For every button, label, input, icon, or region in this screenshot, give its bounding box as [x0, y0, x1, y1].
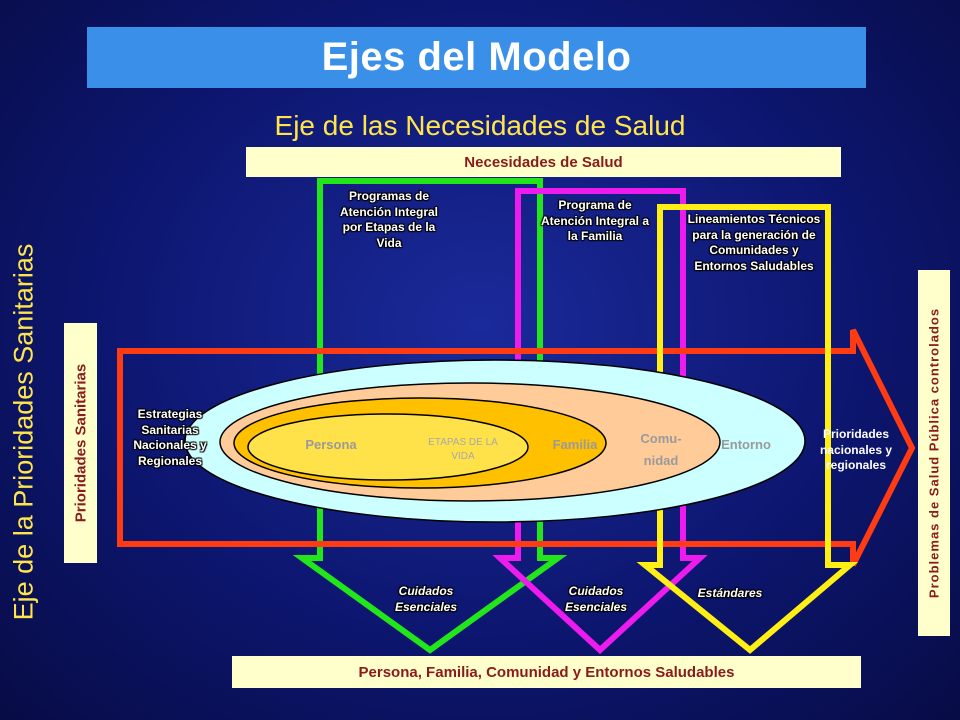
- etapas-label: ETAPAS DE LA VIDA: [428, 437, 498, 462]
- persona-label: Persona: [305, 437, 357, 452]
- priorities-label: Prioridades nacionales y regionales: [819, 427, 893, 472]
- entorno-label: Entorno: [721, 437, 771, 452]
- controlled-problems-box: Problemas de Salud Pública controlados: [918, 270, 950, 636]
- yellow-output-label: Estándares: [697, 586, 763, 600]
- red-priorities-arrow: [117, 328, 916, 567]
- needs-box: Necesidades de Salud: [246, 147, 841, 177]
- yellow-program-label: Lineamientos Técnicos para la generación…: [687, 212, 821, 273]
- axis-needs-title: Eje de las Necesidades de Salud: [274, 110, 686, 141]
- magenta-program-arrow: [492, 188, 708, 655]
- comunidad-label: Comu- nidad: [640, 431, 682, 468]
- yellow-program-arrow: [636, 204, 859, 654]
- magenta-output-label: Cuidados Esenciales: [564, 584, 628, 614]
- magenta-program-label: Programa de Atención Integral a la Famil…: [540, 198, 650, 243]
- strategies-label: Estrategias Sanitarias Nacionales y Regi…: [133, 407, 207, 468]
- page-title: Ejes del Modelo: [321, 35, 632, 79]
- priorities-box: Prioridades Sanitarias: [64, 323, 97, 563]
- persona-ellipse: [247, 413, 529, 481]
- green-program-label: Programas de Atención Integral por Etapa…: [339, 189, 438, 250]
- familia-label: Familia: [552, 437, 598, 452]
- green-output-label: Cuidados Esenciales: [394, 584, 458, 614]
- green-program-arrow: [292, 178, 568, 654]
- title-bar: Ejes del Modelo: [87, 27, 866, 88]
- outcomes-box: Persona, Familia, Comunidad y Entornos S…: [232, 656, 861, 688]
